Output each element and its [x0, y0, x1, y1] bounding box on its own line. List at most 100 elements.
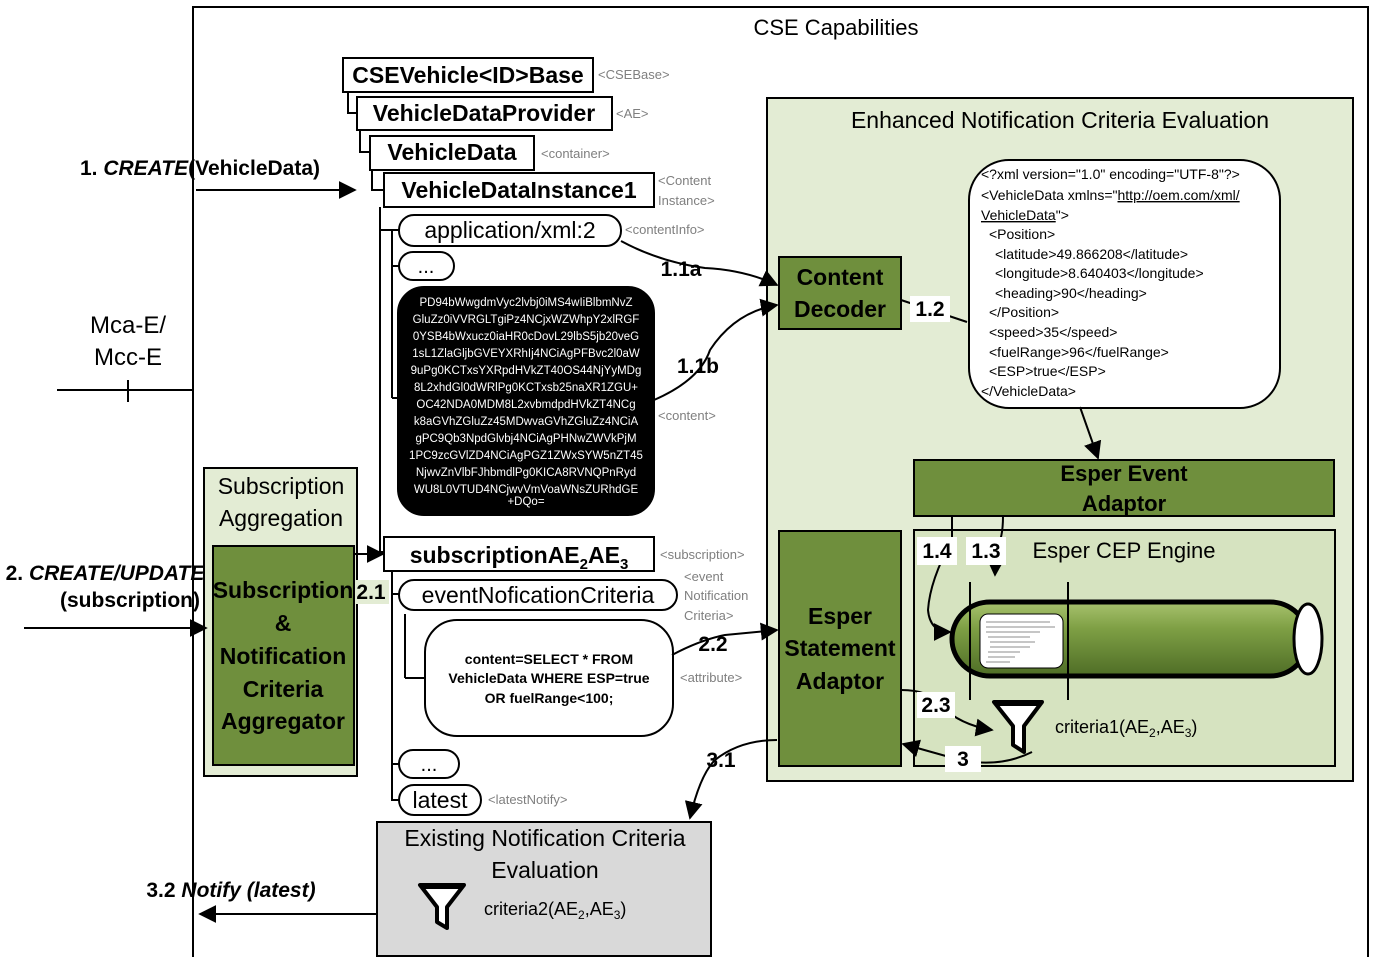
resource-attribute-line2: VehicleData WHERE ESP=true	[448, 670, 649, 686]
resource-subscription-name: subscriptionAE2AE3	[410, 542, 629, 573]
resource-csebase-name: CSEVehicle<ID>Base	[352, 62, 583, 88]
arrow-criteria-to-statement	[671, 622, 779, 656]
interface-label-line2: Mcc-E	[94, 344, 162, 371]
arrow-contentinfo-to-decoder	[620, 240, 779, 287]
resource-content	[397, 286, 655, 516]
step-1-4: 1.4	[922, 540, 952, 563]
resource-content-line-4: 1sL1ZlaGljbGVEYXRhIj4NCiAgPFBvc2l0aW	[412, 348, 640, 360]
resource-container-name: VehicleData	[387, 139, 516, 165]
cse-capabilities-frame	[192, 6, 1369, 957]
resource-latest	[398, 784, 482, 816]
xml-line-root2: VehicleData">	[981, 207, 1069, 223]
step-3-2-label: 3.2 Notify (latest)	[146, 879, 315, 902]
cse-title: CSE Capabilities	[753, 15, 918, 40]
resource-content-type: <content>	[658, 408, 716, 423]
resource-attribute-line1: content=SELECT * FROM	[465, 651, 633, 667]
xml-line-longitude: <longitude>8.640403</longitude>	[995, 265, 1204, 281]
esper-event-adaptor-line1: Esper Event	[1060, 461, 1188, 486]
xml-line-root: <VehicleData xmlns="http://oem.com/xml/	[981, 187, 1240, 203]
content-decoder-line1: Content	[797, 264, 884, 290]
esper-statement-adaptor	[778, 530, 902, 767]
resource-latest-name: latest	[413, 787, 469, 813]
resource-content-line-13: +DQo=	[507, 496, 544, 508]
step-1-3: 1.3	[971, 540, 1000, 563]
arrow-xml-to-event-adaptor	[1079, 406, 1102, 460]
resource-ae	[356, 96, 613, 131]
xml-line-esp: <ESP>true</ESP>	[989, 363, 1106, 379]
subscription-aggregation-title2: Aggregation	[219, 505, 343, 531]
aggregator-line5: Aggregator	[221, 708, 345, 734]
esper-event-adaptor-line2: Adaptor	[1082, 491, 1167, 516]
resource-ellipsis-1	[398, 251, 455, 281]
step-1-2: 1.2	[915, 298, 944, 321]
resource-content-line-7: OC42NDA0MDM8L2xvbmdpdHVkZT4NCg	[416, 399, 635, 411]
criteria2-label: criteria2(AE2,AE3)	[484, 899, 626, 922]
resource-content-instance-name: VehicleDataInstance1	[401, 177, 636, 203]
resource-ae-name: VehicleDataProvider	[373, 100, 595, 126]
xml-line-decl: <?xml version="1.0" encoding="UTF-8"?>	[981, 166, 1240, 182]
resource-content-line-8: k8aGVhZGluZz45MDwvaGVhZGluZz4NCiA	[414, 416, 639, 428]
subscription-aggregation-title1: Subscription	[218, 473, 345, 499]
resource-ae-type: <AE>	[616, 106, 649, 121]
resource-content-instance-type1: <Content	[658, 173, 712, 188]
xml-document	[968, 159, 1281, 409]
step-1-1b: 1.1b	[677, 355, 719, 378]
resource-event-criteria-type2: Notification	[684, 588, 748, 603]
resource-subscription-type: <subscription>	[660, 547, 745, 562]
resource-content-line-11: NjwvZnVlbFJhbmdlPg0KICA8RVNQPnRyd	[416, 467, 636, 479]
notification-criteria-aggregator	[212, 545, 355, 766]
resource-content-instance-type2: Instance>	[658, 193, 715, 208]
resource-ellipsis-1-text: ...	[418, 256, 435, 278]
existing-evaluation-title1: Existing Notification Criteria	[404, 825, 685, 851]
esper-event-adaptor	[913, 459, 1335, 517]
esper-statement-adaptor-line3: Adaptor	[796, 668, 884, 694]
funnel-icon	[992, 700, 1044, 754]
resource-latest-type: <latestNotify>	[488, 792, 568, 807]
resource-event-criteria-type1: <event	[684, 569, 724, 584]
step-2-label-line2: (subscription)	[60, 589, 200, 612]
step-3: 3	[957, 748, 969, 771]
esper-statement-adaptor-line2: Statement	[784, 635, 896, 661]
resource-ellipsis-2	[398, 749, 460, 779]
resource-container	[369, 135, 535, 171]
step-3-1: 3.1	[706, 749, 736, 772]
step-2-2: 2.2	[698, 633, 727, 656]
resource-content-line-1: PD94bWwgdmVyc2lvbj0iMS4wIiBlbmNvZ	[419, 297, 632, 309]
resource-content-line-9: gPC9Qb3NpdGlvbj4NCiAgPHNwZWVkPjM	[415, 433, 636, 445]
resource-content-info	[398, 214, 622, 247]
content-decoder	[778, 256, 902, 330]
xml-line-latitude: <latitude>49.866208</latitude>	[995, 246, 1188, 262]
xml-line-heading: <heading>90</heading>	[995, 285, 1147, 301]
cep-engine-title: Esper CEP Engine	[1032, 538, 1215, 563]
content-decoder-line2: Decoder	[794, 296, 886, 322]
criteria1-label: criteria1(AE2,AE3)	[1055, 717, 1197, 740]
funnel-icon	[418, 883, 466, 930]
resource-container-type: <container>	[541, 146, 610, 161]
aggregator-line2: &	[275, 610, 292, 636]
resource-ellipsis-2-text: ...	[421, 754, 438, 776]
aggregator-line1: Subscription	[213, 577, 354, 603]
resource-event-criteria	[398, 579, 678, 611]
step-2-3: 2.3	[921, 694, 950, 717]
resource-content-line-5: 9uPg0KCTxsYXRpdHVkZT40OS44NjYyMDg	[411, 365, 642, 377]
step-2-label-line1: 2. CREATE/UPDATE	[6, 562, 206, 585]
resource-content-line-2: GluZz0iVVRGLTgiPz4NCjxWZWhpY2xlRGF	[413, 314, 640, 326]
step-1-1a: 1.1a	[661, 258, 702, 281]
xml-line-root-end: </VehicleData>	[981, 383, 1076, 399]
resource-attribute	[424, 619, 674, 737]
resource-event-criteria-type3: Criteria>	[684, 608, 734, 623]
xml-line-position-end: </Position>	[989, 304, 1059, 320]
xml-line-fuelrange: <fuelRange>96</fuelRange>	[989, 344, 1169, 360]
interface-label-line1: Mca-E/	[90, 312, 166, 339]
resource-attribute-line3: OR fuelRange<100;	[485, 690, 614, 706]
event-document-thumbnail	[979, 613, 1064, 669]
aggregator-line4: Criteria	[243, 676, 324, 702]
arrow-content-to-decoder	[653, 298, 779, 401]
resource-attribute-type: <attribute>	[680, 670, 742, 685]
resource-content-line-3: 0YSB4bWxucz0iaHR0cDovL29lbS5jb20veG	[413, 331, 639, 343]
xml-line-position: <Position>	[989, 226, 1055, 242]
resource-content-line-6: 8L2xhdGl0dWRlPg0KCTxsb25naXR1ZGU+	[414, 382, 638, 394]
resource-event-criteria-name: eventNoficationCriteria	[422, 582, 655, 608]
